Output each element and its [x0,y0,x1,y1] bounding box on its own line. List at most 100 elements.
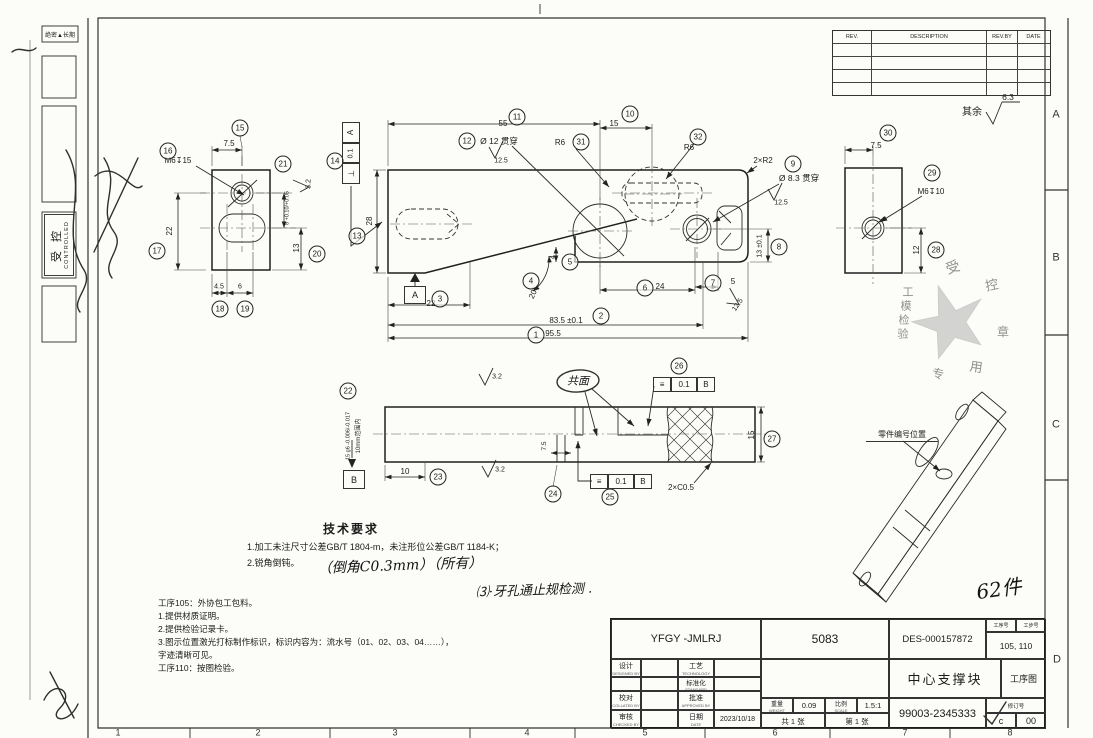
zone-label-81: 2 [255,727,261,738]
margin-stamp-boxes [41,25,79,343]
zone-label-79: D [1053,653,1061,666]
balloon-11: 11 [508,108,526,126]
dim-label-36: 3.2 [495,466,505,474]
process-note-line: 字迹清晰可见。 [158,650,218,660]
security-label: 绝密▲长期 [45,32,75,39]
fcf-perpendicularity: A 0.1 ⊥ [342,122,360,185]
revision-label: 修订号 [986,698,1046,713]
process-note-line: 工序105：外协包工包料。 [158,598,258,608]
right-side-view [836,146,926,284]
balloon-29: 29 [923,164,941,182]
technical-requirements: 技术要求 1.加工未注尺寸公差GB/T 1804-m，未注形位公差GB/T 11… [247,520,667,569]
perpendicularity-icon: ⊥ [346,170,356,178]
scale-en: SCALE [834,707,848,713]
scale-label: 比例 SCALE [825,698,857,713]
fcf-datum-ref: A [346,129,356,135]
dim-label-24: 13 ±0.1 [756,234,764,258]
revision-row [833,43,1050,56]
balloon-26: 26 [670,357,688,375]
company-code-cell: YFGY -JMLRJ [611,619,761,659]
balloon-32: 32 [689,128,707,146]
collated-by-cn: 校对 [619,695,633,702]
revision-row [833,56,1050,69]
scale-value: 1.5:1 [857,698,889,713]
doc-number-cell: DES-000157872 [889,619,986,659]
fcf-tolerance: 0.1 [608,474,634,489]
balloon-3: 3 [431,290,449,308]
dim-label-22: 5 [730,277,736,286]
revision-row [833,82,1050,95]
dim-label-15: Ø 8.3 贯穿 [778,172,820,183]
step-no-header: 工步号 [1016,619,1046,632]
process-note-line: 3.图示位置激光打标制作标识，标识内容为：流水号（01、02、03、04……）， [158,637,454,647]
balloon-22: 22 [339,382,357,400]
sheets-total: 共 1 张 [761,713,825,729]
zone-label-80: 1 [115,727,121,738]
sheet-type: 工序图 [1001,659,1046,698]
stamp-label-89: 控 [984,277,1000,295]
balloon-1: 1 [527,326,545,344]
balloon-19: 19 [236,300,254,318]
checked-by-label: 审核 CHECKED BY [611,710,641,729]
main-view [350,120,783,342]
stamp-label-90: 章 [996,325,1010,339]
balloon-18: 18 [211,300,229,318]
symmetry-icon: ≡ [653,377,672,392]
star-stamp [910,284,982,360]
stamp-label-92: 专 [930,365,946,383]
part-number: 99003-2345333 [889,698,986,729]
zone-label-87: 8 [1007,727,1013,738]
fcf-coplanarity-lower: ≡ 0.1 B [590,474,653,489]
blank-cell [611,677,641,691]
balloon-10: 10 [621,105,639,123]
zone-label-82: 3 [392,727,398,738]
standardization-en: STANDARD [685,686,707,691]
standardization-cn: 标准化 [686,679,706,687]
stamp-label-95: 检 [898,313,910,327]
balloon-23: 23 [429,468,447,486]
designed-by-label: 设计 DESIGNED BY [611,659,641,677]
symmetry-icon: ≡ [590,474,609,489]
stamp-label-96: 验 [897,327,909,341]
fcf-datum-ref: B [633,474,653,489]
title-block: YFGY -JMLRJ 5083 DES-000157872 工序号 工步号 1… [610,618,1046,729]
zone-label-77: B [1052,251,1060,264]
dim-label-14: 2×R2 [753,156,773,165]
process-no-header: 工序号 [986,619,1016,632]
controlled-stamp-cn: 受 控 [51,227,63,263]
process-note-line: 1.提供材质证明。 [158,611,225,621]
approved-by-signature [714,691,761,710]
dim-label-39: 15 [747,430,756,440]
tech-requirement-line: 2.锐角倒钝。 [247,558,300,568]
dim-label-21: 24 [655,282,665,291]
part-number-location-label: 零件编号位置 [866,429,938,442]
balloon-7: 7 [704,274,722,292]
stamp-label-94: 模 [900,299,912,313]
date-cn: 日期 [689,714,703,721]
dim-label-33: 10mm范围内 [356,418,362,454]
zone-label-83: 4 [524,727,530,738]
balloon-4: 4 [522,272,540,290]
fcf-datum-ref: B [696,377,716,392]
dim-label-1: M6↧15 [164,156,192,165]
revision-code: c [986,713,1016,729]
weight-label: 重量 WEIGHT [761,698,793,713]
designed-by-en: DESIGNED BY [612,670,640,676]
revision-table-header: REV. DESCRIPTION REV.BY DATE [833,31,1050,43]
dim-label-13: R6 [683,143,695,152]
dim-label-4: 3.2 [305,179,313,189]
dim-label-25: 83.5 ±0.1 [549,316,583,325]
dim-label-2: 22 [165,226,174,236]
dim-label-9: Ø 12 贯穿 [480,135,518,146]
process-note-line: 工序110：按图检验。 [158,663,240,673]
fcf-tolerance: 0.1 [347,148,355,158]
scale-cn: 比例 [834,701,847,708]
balloon-16: 16 [159,142,177,160]
checked-by-cn: 审核 [619,714,633,721]
checked-by-en: CHECKED BY [612,722,639,727]
dim-label-38: 2×C0.5 [667,483,695,492]
balloon-5: 5 [561,253,579,271]
sheet-number: 第 1 张 [825,713,889,729]
fcf-tolerance: 0.1 [671,377,697,392]
hw-label-42: ⑶·牙孔通止规检测 . [475,581,593,601]
